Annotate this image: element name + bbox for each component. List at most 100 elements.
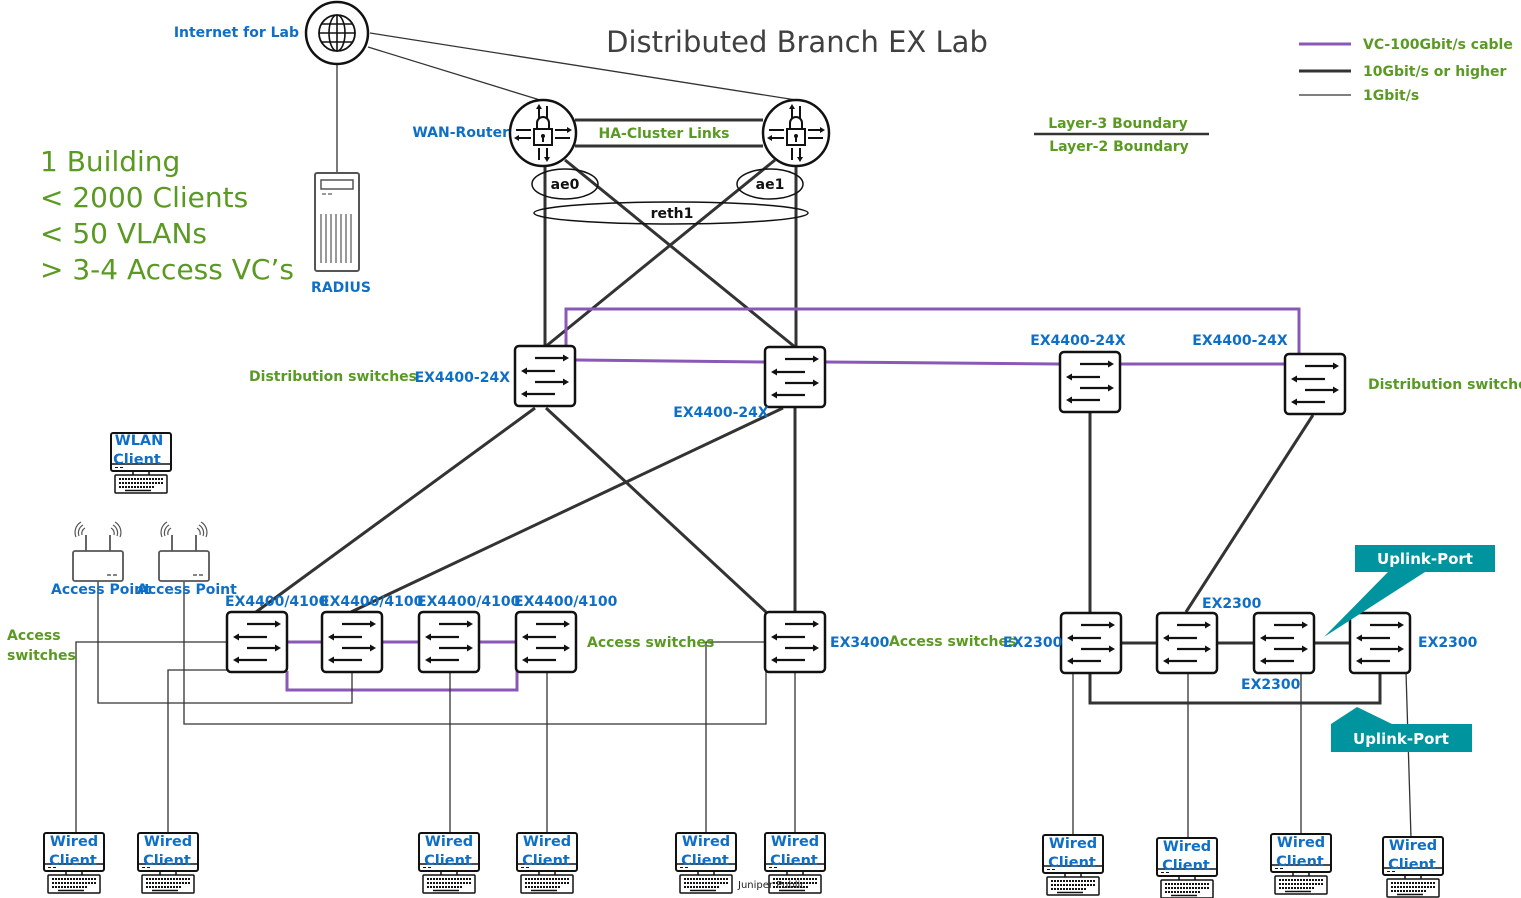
vc-link-acc1-acc4-loop xyxy=(285,671,519,692)
access-switch-ex2300-1[interactable] xyxy=(1059,611,1123,675)
layer2-boundary-label: Layer-2 Boundary xyxy=(1049,139,1189,155)
wired-client-label-line2: Client xyxy=(1048,855,1096,871)
switch-icon xyxy=(225,610,289,674)
link-internet-wan2 xyxy=(369,32,797,101)
dist-switch-2[interactable] xyxy=(763,345,827,409)
ae0-label: ae0 xyxy=(551,177,580,193)
access-switch-vc-4[interactable] xyxy=(514,610,578,674)
access-switch-vc-1-model: EX4400/4100 xyxy=(225,594,329,610)
distribution-group-label-right: Distribution switches xyxy=(1368,377,1521,393)
access-switch-ex3400[interactable] xyxy=(763,610,827,674)
switch-icon xyxy=(514,610,578,674)
reth1-bundle[interactable] xyxy=(533,201,809,225)
access-switch-vc-4-model: EX4400/4100 xyxy=(514,594,618,610)
uplink-port-callout-bottom-label: Uplink-Port xyxy=(1353,730,1449,748)
dist-switch-3-model: EX4400-24X xyxy=(1030,333,1126,349)
wireless-ap-icon xyxy=(72,521,124,582)
vc-link-dist1-dist2 xyxy=(575,358,766,364)
wired-client-label-line2: Client xyxy=(143,853,191,869)
link-wan1-dist2 xyxy=(564,158,796,349)
internet-node[interactable] xyxy=(304,0,370,66)
switch-icon xyxy=(1155,611,1219,675)
lab-summary: 1 Building < 2000 Clients < 50 VLANs > 3… xyxy=(40,145,294,286)
link-ex2300-1-4-loop xyxy=(1088,672,1382,705)
access-switch-vc-1[interactable] xyxy=(225,610,289,674)
ha-cluster-links-label: HA-Cluster Links xyxy=(598,126,729,142)
access-switch-vc-2[interactable] xyxy=(320,610,384,674)
uplink-port-callout-top: Uplink-Port xyxy=(1324,545,1495,637)
access-point-2-label: Access Point xyxy=(137,582,237,598)
switch-icon xyxy=(320,610,384,674)
wireless-ap-icon xyxy=(158,521,210,582)
wan-router-1[interactable] xyxy=(508,98,578,168)
link-wan2-dist1 xyxy=(544,158,776,349)
access-switch-vc-3-model: EX4400/4100 xyxy=(417,594,521,610)
link-dist1-ex3400 xyxy=(544,406,768,614)
wlan-client[interactable]: WLAN Client xyxy=(110,432,172,494)
switch-icon xyxy=(1252,611,1316,675)
summary-line-buildings: 1 Building xyxy=(40,145,180,178)
radius-server[interactable] xyxy=(314,172,360,272)
link-internet-wan1 xyxy=(367,46,541,101)
access-switch-ex2300-4[interactable] xyxy=(1348,611,1412,675)
wired-client-label-line2: Client xyxy=(424,853,472,869)
dist-switch-4[interactable] xyxy=(1283,352,1347,416)
wired-client-label-line1: Wired xyxy=(425,834,473,850)
access-point-2[interactable] xyxy=(158,521,210,582)
ae0-bundle[interactable] xyxy=(531,168,599,200)
wlan-client-label-line1: WLAN xyxy=(115,433,164,449)
diagram-title: Distributed Branch EX Lab xyxy=(606,25,988,59)
access-point-1[interactable] xyxy=(72,521,124,582)
access-switch-ex2300-2-model: EX2300 xyxy=(1202,596,1262,612)
wired-client-label-line2: Client xyxy=(681,853,729,869)
access-group-label-right: Access switches xyxy=(889,634,1016,650)
access-switch-ex2300-3[interactable] xyxy=(1252,611,1316,675)
distribution-group-label-left: Distribution switches xyxy=(249,369,417,385)
dist-switch-3[interactable] xyxy=(1058,350,1122,414)
access-switch-vc-3[interactable] xyxy=(417,610,481,674)
dist-switch-1[interactable] xyxy=(513,344,577,408)
reth1-label: reth1 xyxy=(651,206,694,222)
link-dist2-acc2 xyxy=(350,406,784,614)
wired-client-label-line1: Wired xyxy=(1389,838,1437,854)
legend-label-10g: 10Gbit/s or higher xyxy=(1363,64,1506,80)
access-switch-ex2300-2[interactable] xyxy=(1155,611,1219,675)
wired-client-label-line1: Wired xyxy=(1049,836,1097,852)
dist-switch-2-model: EX4400-24X xyxy=(673,405,769,421)
ae1-bundle[interactable] xyxy=(736,168,804,200)
wlan-client-label-line2: Client xyxy=(113,452,161,468)
ae1-label: ae1 xyxy=(756,177,785,193)
summary-line-vlans: < 50 VLANs xyxy=(40,217,207,250)
link-ex2300-4-wired10 xyxy=(1405,671,1412,839)
wired-client-label-line1: Wired xyxy=(771,834,819,850)
switch-icon xyxy=(1283,352,1347,416)
summary-line-clients: < 2000 Clients xyxy=(40,181,248,214)
wired-client-label-line1: Wired xyxy=(1163,839,1211,855)
wired-client-label-line1: Wired xyxy=(50,834,98,850)
wired-client-label-line2: Client xyxy=(1276,854,1324,870)
access-switch-ex2300-3-model: EX2300 xyxy=(1241,677,1301,693)
switch-icon xyxy=(763,345,827,409)
firewall-router-icon xyxy=(508,98,578,168)
wired-client-label-line2: Client xyxy=(522,853,570,869)
wired-client-label-line2: Client xyxy=(770,853,818,869)
uplink-port-callout-top-label: Uplink-Port xyxy=(1377,550,1473,568)
switch-icon xyxy=(417,610,481,674)
radius-label: RADIUS xyxy=(311,280,371,296)
switch-icon xyxy=(1059,611,1123,675)
wired-client-label-line1: Wired xyxy=(144,834,192,850)
wan-router-2[interactable] xyxy=(761,98,831,168)
vc-link-dist2-dist3 xyxy=(825,360,1060,366)
wired-client-label-line1: Wired xyxy=(523,834,571,850)
